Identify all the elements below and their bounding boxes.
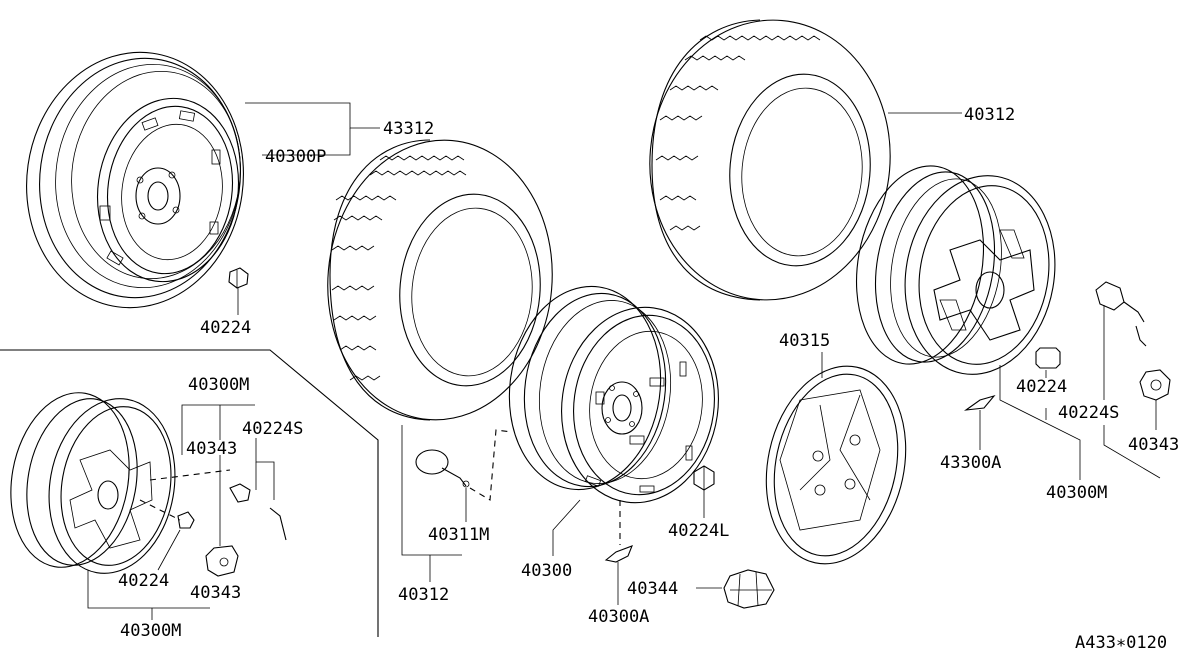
label-inset-40224: 40224 (118, 571, 169, 591)
label-40311M: 40311M (428, 525, 489, 545)
steel-wheel-center[interactable] (497, 277, 731, 513)
inset-alloy-wheel[interactable] (0, 383, 188, 583)
label-40300M-right: 40300M (1046, 483, 1107, 503)
label-40300P: 40300P (265, 147, 326, 167)
wheel-nut-lower[interactable] (693, 465, 715, 491)
wheel-cover[interactable] (749, 353, 924, 577)
label-40343-right: 40343 (1128, 435, 1179, 455)
diagram-code: A433∗0120 (1075, 633, 1167, 653)
label-40344: 40344 (627, 579, 678, 599)
label-40224L: 40224L (668, 521, 729, 541)
label-inset-40300M: 40300M (188, 375, 249, 395)
label-43300A: 43300A (940, 453, 1001, 473)
valve-dash (469, 429, 513, 501)
inset-nut[interactable] (177, 511, 195, 529)
leaders-center-wheel (552, 490, 722, 605)
label-43312-top: 43312 (383, 119, 434, 139)
center-cap[interactable] (723, 569, 775, 609)
label-40224S-right: 40224S (1058, 403, 1119, 423)
label-40312-right: 40312 (964, 105, 1015, 125)
steel-wheel-with-tire-top-left[interactable] (10, 38, 260, 322)
inset-lock-nut[interactable] (229, 483, 287, 541)
label-40224-right: 40224 (1016, 377, 1067, 397)
label-40300: 40300 (521, 561, 572, 581)
tire-right[interactable] (638, 10, 901, 310)
label-40315: 40315 (779, 331, 830, 351)
label-inset-40300M-bottom: 40300M (120, 621, 181, 641)
wheel-nut-top[interactable] (228, 267, 249, 289)
label-40224-top: 40224 (200, 318, 251, 338)
label-inset-40343: 40343 (186, 439, 237, 459)
inset-cap[interactable] (205, 545, 239, 577)
valve-stem[interactable] (415, 449, 470, 488)
balance-weight[interactable] (604, 545, 633, 563)
cap-right[interactable] (1139, 369, 1171, 401)
leaders-right (979, 305, 1161, 480)
alloy-wheel-right[interactable] (842, 156, 1071, 387)
lock-nut-right[interactable] (1095, 281, 1147, 347)
label-inset-40343-lower: 40343 (190, 583, 241, 603)
label-40312-center: 40312 (398, 585, 449, 605)
wheel-nut-right[interactable] (1035, 347, 1061, 369)
leaders-top-left (237, 102, 380, 315)
inset-leaders (87, 404, 275, 620)
ornament-right[interactable] (963, 394, 996, 411)
tire-center[interactable] (316, 131, 564, 429)
leaders-center (401, 425, 467, 582)
label-inset-40224S: 40224S (242, 419, 303, 439)
label-40300A: 40300A (588, 607, 649, 627)
inset-border (0, 349, 379, 637)
